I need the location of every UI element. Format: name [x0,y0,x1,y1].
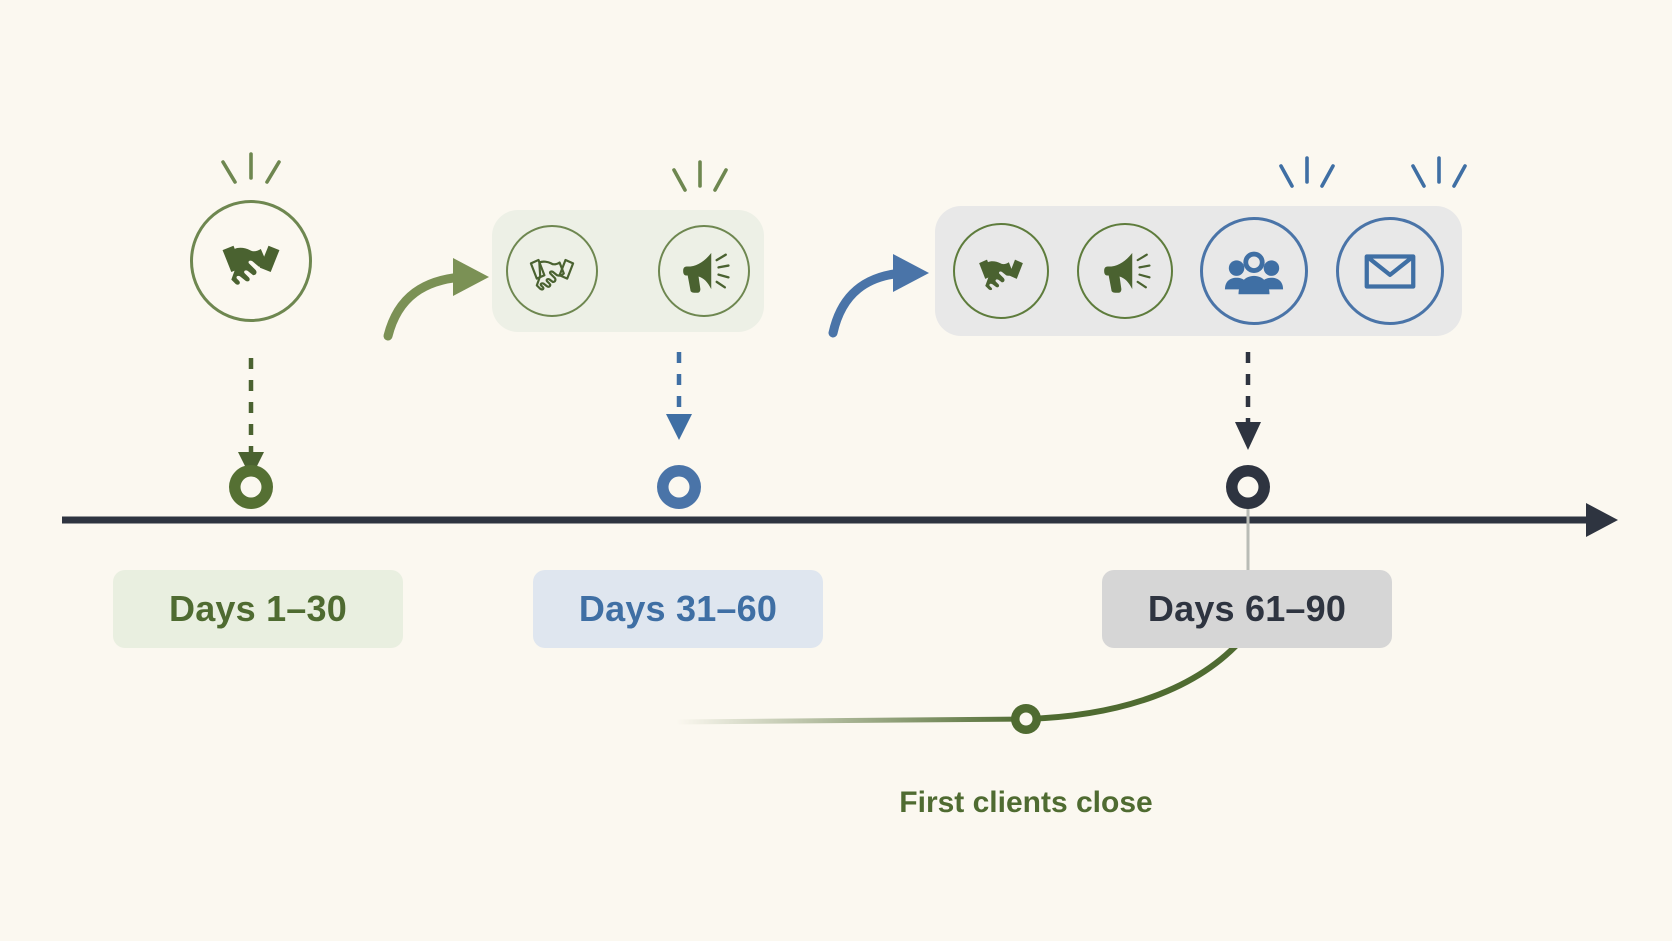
megaphone-icon[interactable] [1076,223,1173,319]
handshake-icon[interactable] [190,200,312,322]
period-label-days-31-60[interactable]: Days 31–60 [533,570,823,648]
annotation-label: First clients close [876,786,1176,820]
period-label-text: Days 31–60 [578,588,778,629]
period-label-days-61-90[interactable]: Days 61–90 [1102,570,1392,648]
megaphone-icon[interactable] [658,225,750,317]
handshake-icon[interactable] [506,225,598,317]
connector-arrow-2 [828,254,929,338]
icon-cluster-stage-1 [190,152,312,322]
timeline-node-3[interactable] [1226,465,1270,509]
envelope-icon[interactable] [1335,217,1444,325]
handshake-icon[interactable] [953,223,1049,319]
icon-cluster-stage-3 [935,156,1467,336]
connector-arrow-1 [383,258,489,341]
timeline-node-2[interactable] [657,465,701,509]
timeline-node-1[interactable] [229,465,273,509]
annotation-label-text: First clients close [899,786,1153,819]
period-label-days-1-30[interactable]: Days 1–30 [113,570,403,648]
drop-line-stage-2 [666,352,692,440]
annotation-curve [673,612,1262,734]
drop-line-stage-1 [238,358,264,478]
period-label-text: Days 1–30 [169,588,347,629]
timeline-axis [62,503,1618,537]
period-label-text: Days 61–90 [1147,588,1347,629]
icon-cluster-stage-2 [492,160,764,332]
people-group-icon[interactable] [1200,217,1309,325]
drop-line-stage-3 [1235,352,1261,450]
